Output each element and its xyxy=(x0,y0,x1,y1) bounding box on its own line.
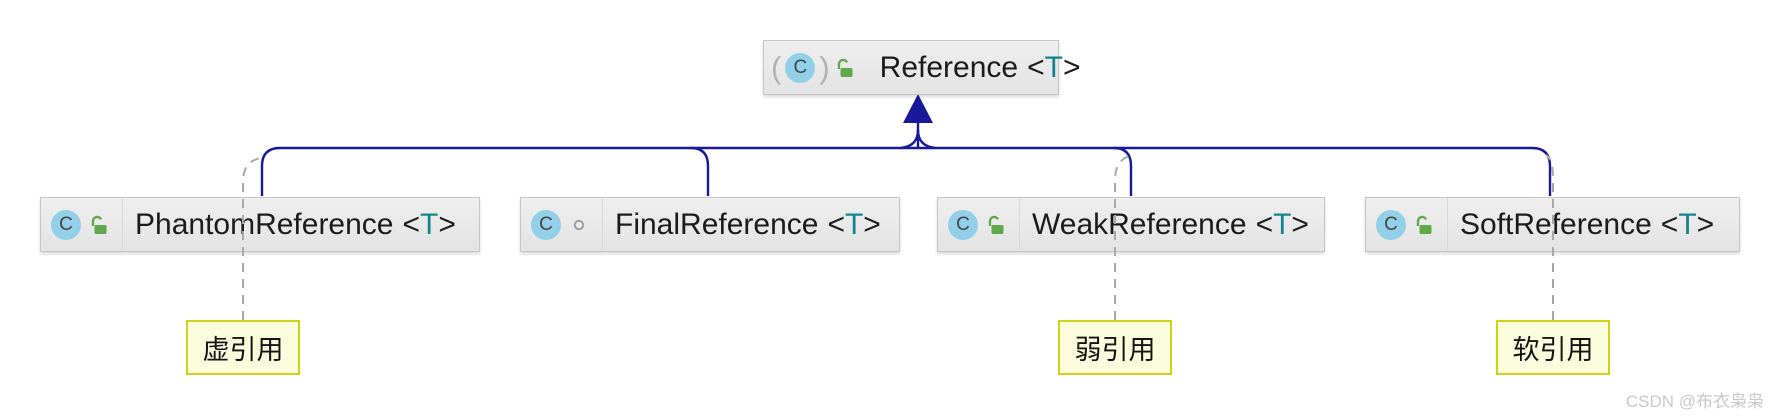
note-text: 软引用 xyxy=(1512,335,1594,365)
note-soft-reference[interactable]: 软引用 xyxy=(1496,320,1610,375)
class-node-softreference[interactable]: C SoftReference <T> xyxy=(1365,197,1740,252)
unlocked-icon xyxy=(88,214,110,236)
class-icon: C xyxy=(948,209,978,240)
cell-divider xyxy=(602,198,603,251)
class-name-label: WeakReference <T> xyxy=(1032,207,1309,241)
note-weak-reference[interactable]: 弱引用 xyxy=(1058,320,1172,375)
cell-divider xyxy=(122,198,123,251)
class-icon: C xyxy=(51,209,81,240)
class-name-label: SoftReference <T> xyxy=(1460,207,1715,241)
class-node-phantomreference[interactable]: C PhantomReference <T> xyxy=(40,197,480,252)
class-node-weakreference[interactable]: C WeakReference <T> xyxy=(937,197,1325,252)
note-phantom-reference[interactable]: 虚引用 xyxy=(186,320,300,375)
inheritance-arrow-icon xyxy=(903,94,933,123)
cell-divider xyxy=(1019,198,1020,251)
focus-paren-left-icon: ( xyxy=(771,50,782,85)
class-icon: C xyxy=(1376,209,1406,240)
class-name-label: PhantomReference <T> xyxy=(135,207,456,241)
class-name-label: Reference <T> xyxy=(879,50,1081,84)
unlocked-icon xyxy=(834,57,856,79)
focus-paren-right-icon: ) xyxy=(819,50,830,85)
note-text: 虚引用 xyxy=(202,335,284,365)
cell-divider xyxy=(1447,198,1448,251)
note-text: 弱引用 xyxy=(1074,335,1156,365)
class-name-label: FinalReference <T> xyxy=(615,207,881,241)
class-icon: C xyxy=(531,209,561,240)
class-node-reference[interactable]: ( C ) Reference <T> xyxy=(763,40,1080,95)
watermark: CSDN @布衣枭枭 xyxy=(1625,392,1764,411)
unlocked-icon xyxy=(985,214,1007,236)
unlocked-icon xyxy=(1413,214,1435,236)
class-node-finalreference[interactable]: C FinalReference <T> xyxy=(520,197,900,252)
class-icon: C xyxy=(785,52,816,83)
package-private-icon xyxy=(572,218,586,232)
